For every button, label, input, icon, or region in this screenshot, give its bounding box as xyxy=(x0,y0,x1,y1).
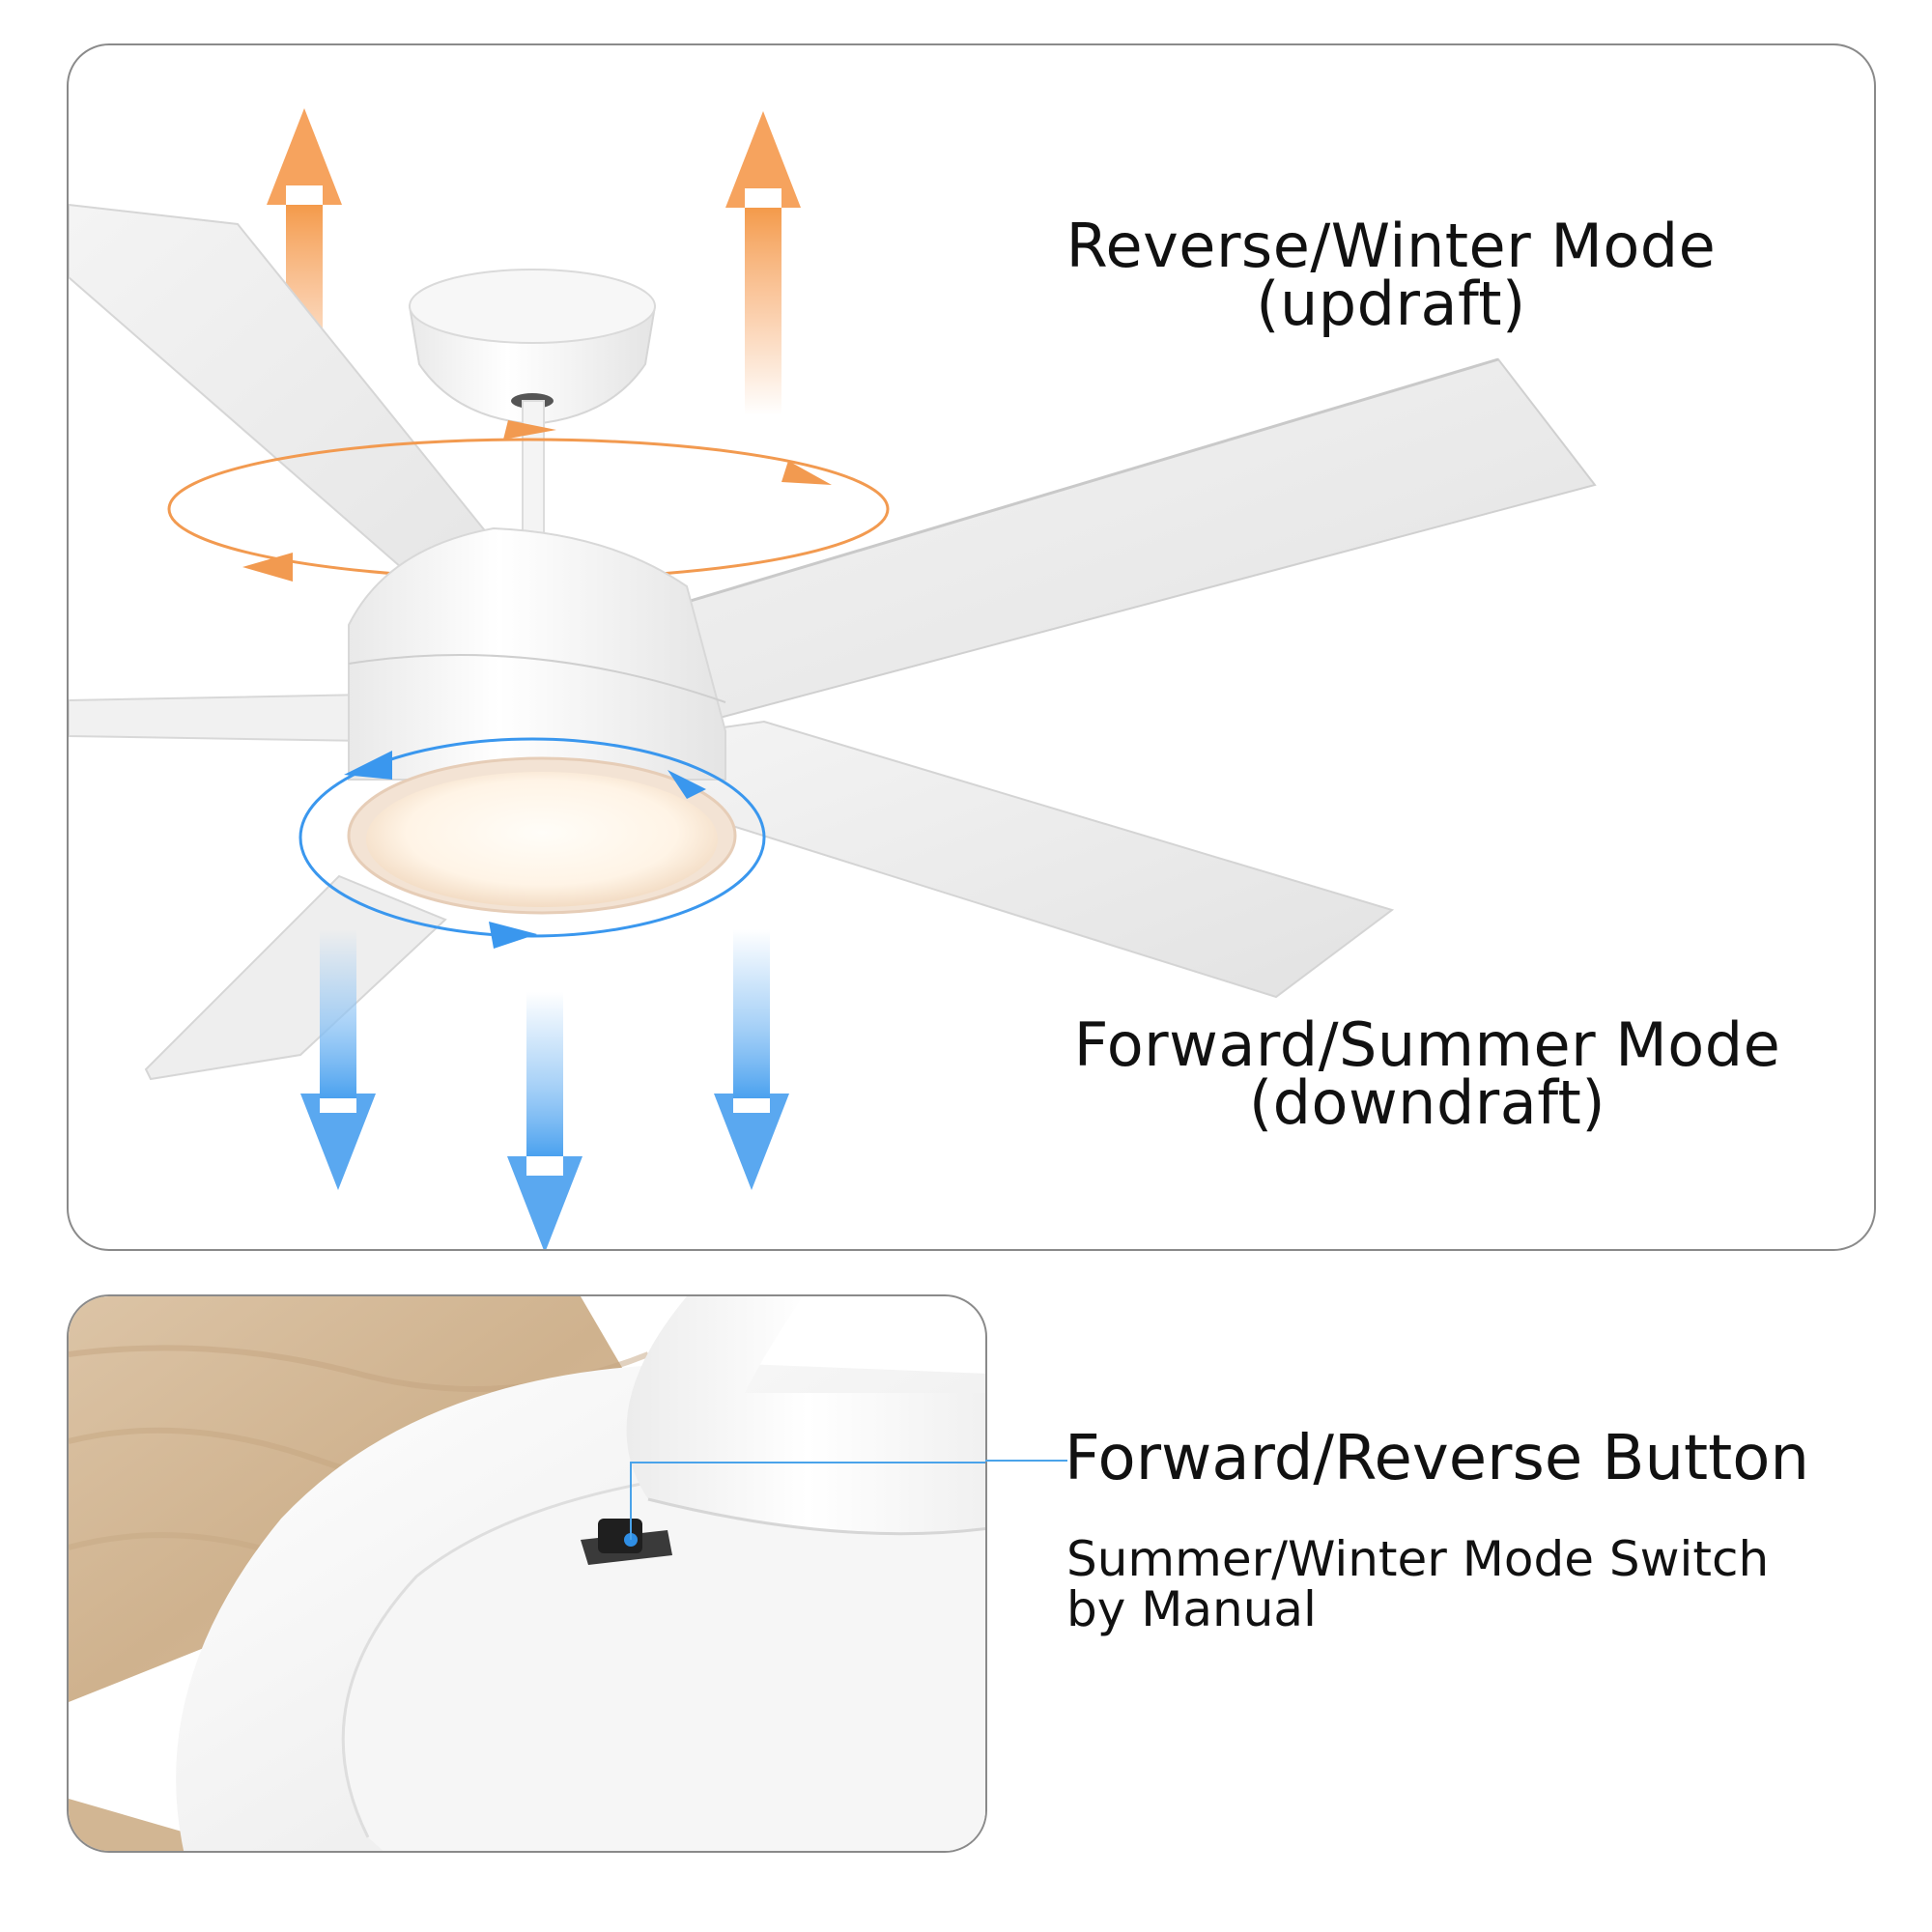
downdraft-arrow-right-icon xyxy=(714,929,789,1190)
downdraft-arrow-center-icon xyxy=(507,992,582,1249)
downdraft-rotation-ring-icon xyxy=(298,737,766,949)
reverse-button-description-line1: Summer/Winter Mode Switch xyxy=(1066,1531,1770,1587)
airflow-modes-panel xyxy=(67,43,1876,1251)
reverse-button-closeup-photo xyxy=(69,1296,985,1851)
summer-mode-title: Forward/Summer Mode xyxy=(1073,1009,1781,1080)
reverse-button-closeup-panel xyxy=(67,1294,987,1853)
summer-mode-subtitle: (downdraft) xyxy=(1248,1067,1606,1138)
fan-blade-lower-left xyxy=(144,874,447,1081)
fan-stem-closeup xyxy=(626,1296,985,1536)
winter-mode-heading: Reverse/Winter Mode (updraft) xyxy=(1058,211,1724,339)
winter-mode-title: Reverse/Winter Mode xyxy=(1065,211,1717,281)
updraft-arrow-right-icon xyxy=(725,111,801,415)
reverse-button-description-line2: by Manual xyxy=(1066,1581,1317,1637)
callout-line-extension xyxy=(985,1460,1067,1462)
fan-downrod xyxy=(522,400,545,537)
summer-mode-heading: Forward/Summer Mode (downdraft) xyxy=(1058,1009,1797,1138)
fan-motor-housing xyxy=(348,526,726,781)
reverse-button-description: Summer/Winter Mode Switch by Manual xyxy=(1066,1534,1859,1634)
fan-light-kit xyxy=(347,756,737,915)
fan-canopy xyxy=(408,269,657,426)
fan-airflow-illustration xyxy=(69,108,1597,1249)
callout-line xyxy=(630,1462,985,1540)
fan-blade-lower-right xyxy=(675,720,1395,999)
downdraft-arrow-left-icon xyxy=(300,929,376,1190)
fan-blade-left xyxy=(69,693,369,743)
winter-mode-subtitle: (updraft) xyxy=(1256,269,1526,339)
reverse-button-title: Forward/Reverse Button xyxy=(1065,1423,1809,1494)
